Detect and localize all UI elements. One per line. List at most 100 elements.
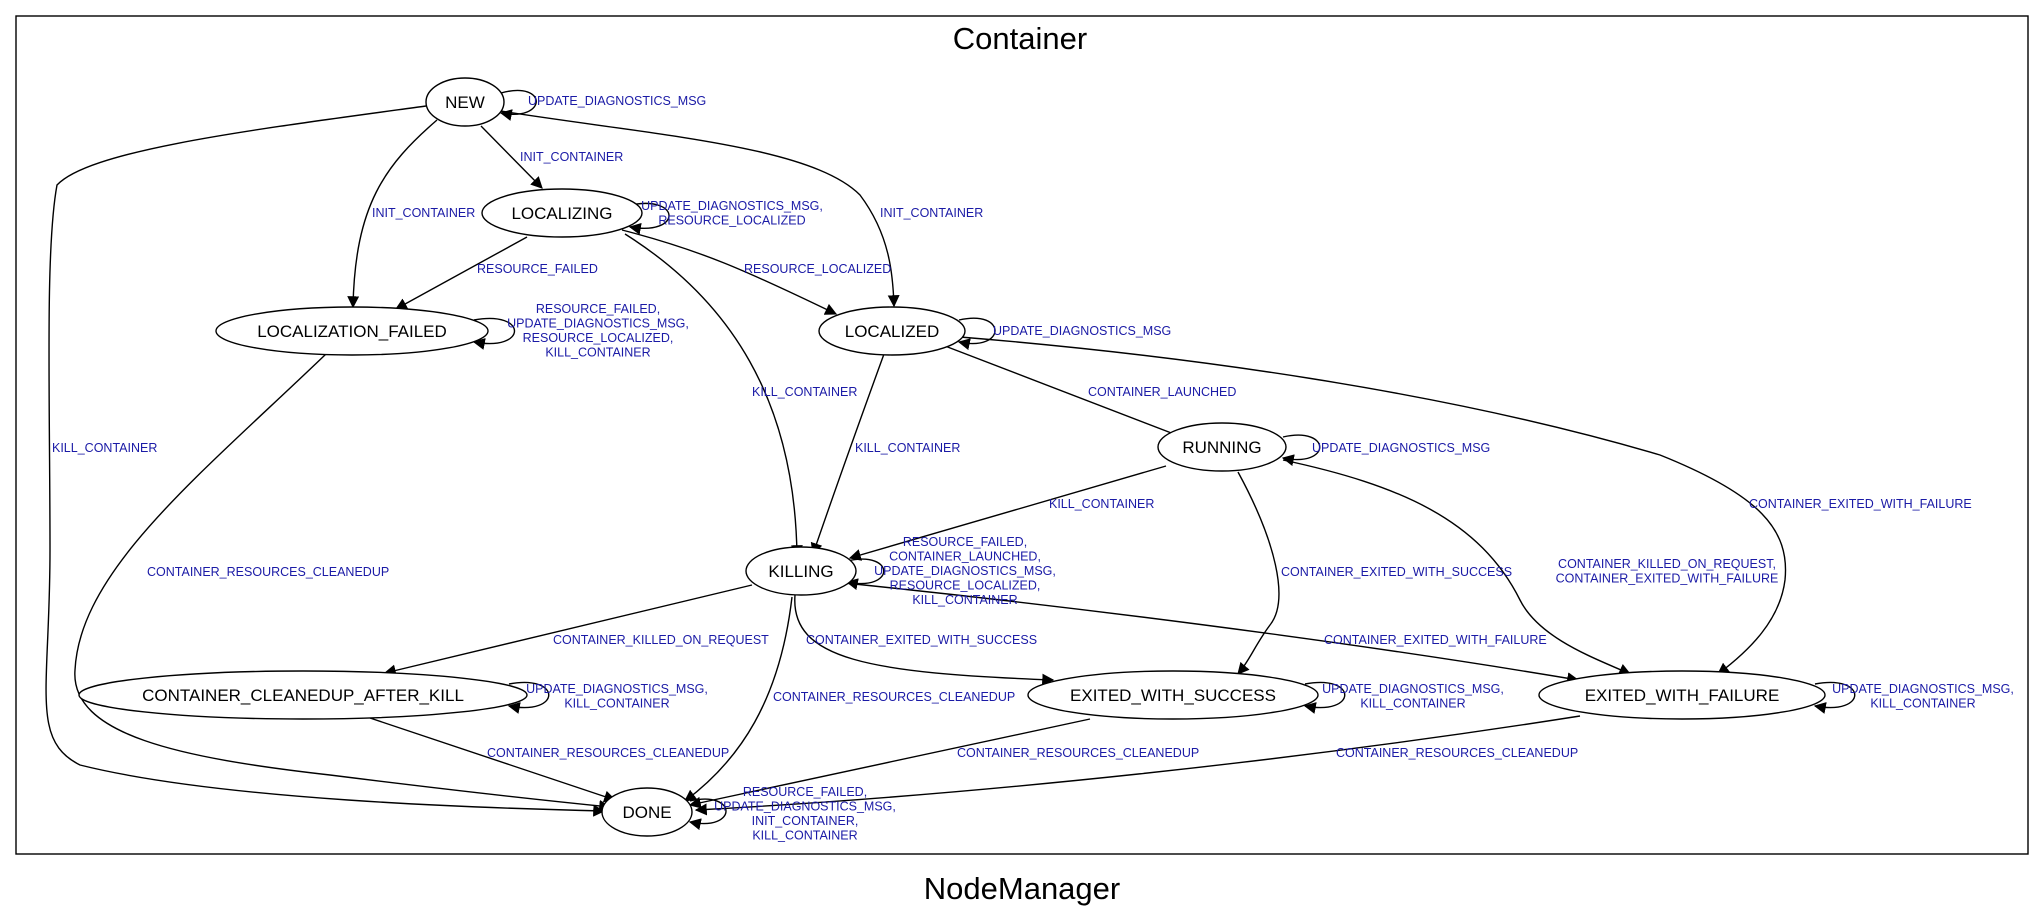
graph-title: NodeManager <box>924 871 1120 906</box>
edge-label-localized-to-exited-with-failure: CONTAINER_EXITED_WITH_FAILURE <box>1749 497 1972 511</box>
state-localized: LOCALIZED <box>818 306 966 356</box>
edge-label-line: CONTAINER_KILLED_ON_REQUEST <box>553 633 769 647</box>
edge-label-localized-self: UPDATE_DIAGNOSTICS_MSG <box>993 324 1171 338</box>
edge-label-line: UPDATE_DIAGNOSTICS_MSG, <box>714 800 896 814</box>
edge-killing-done <box>684 596 793 802</box>
edge-label-line: KILL_CONTAINER <box>912 593 1017 607</box>
edge-killing-exited-failure <box>834 581 1580 685</box>
edge-label-new-to-localizing: INIT_CONTAINER <box>520 150 623 164</box>
edge-localized-exited-failure <box>959 336 1787 675</box>
edge-new-done <box>45 105 606 817</box>
edge-cleanedup-self <box>507 681 550 714</box>
edge-label-line: RESOURCE_FAILED, <box>536 302 660 316</box>
edge-label-line: KILL_CONTAINER <box>1049 497 1154 511</box>
edge-label-line: CONTAINER_RESOURCES_CLEANEDUP <box>487 746 729 760</box>
edge-label-killing-to-exited-with-success: CONTAINER_EXITED_WITH_SUCCESS <box>806 633 1037 647</box>
edge-label-line: RESOURCE_FAILED, <box>743 785 867 799</box>
edge-label-line: KILL_CONTAINER <box>545 346 650 360</box>
edge-label-line: UPDATE_DIAGNOSTICS_MSG, <box>874 564 1056 578</box>
edge-killing-exited-success <box>794 594 1055 686</box>
state-localizing: LOCALIZING <box>481 188 643 238</box>
edge-label-localizing-to-localized: RESOURCE_LOCALIZED <box>744 262 891 276</box>
state-exited-with-failure-label: EXITED_WITH_FAILURE <box>1585 686 1780 705</box>
edge-label-line: CONTAINER_RESOURCES_CLEANEDUP <box>957 746 1199 760</box>
edge-label-line: INIT_CONTAINER <box>372 206 475 220</box>
edge-label-killing-to-exited-with-failure: CONTAINER_EXITED_WITH_FAILURE <box>1324 633 1547 647</box>
edge-label-line: KILL_CONTAINER <box>752 829 857 843</box>
edge-cleanedup-done <box>369 717 617 803</box>
edge-exited-failure-self <box>1813 681 1856 714</box>
edge-label-exited-with-success-self: UPDATE_DIAGNOSTICS_MSG,KILL_CONTAINER <box>1322 682 1504 711</box>
edge-localization-failed-self <box>472 317 515 350</box>
edge-label-new-to-localized: INIT_CONTAINER <box>880 206 983 220</box>
edge-label-line: CONTAINER_EXITED_WITH_FAILURE <box>1324 633 1547 647</box>
edge-label-line: UPDATE_DIAGNOSTICS_MSG, <box>1832 682 2014 696</box>
edge-localization-failed-done <box>74 353 612 812</box>
state-localized-label: LOCALIZED <box>845 322 939 341</box>
edge-new-localizing <box>480 125 543 189</box>
edge-new-localization-failed <box>347 119 438 309</box>
edge-label-line: KILL_CONTAINER <box>752 385 857 399</box>
edge-label-cleanedup-after-kill-self: UPDATE_DIAGNOSTICS_MSG,KILL_CONTAINER <box>526 682 708 711</box>
state-done-label: DONE <box>622 803 671 822</box>
edge-label-line: INIT_CONTAINER, <box>752 814 859 828</box>
edge-label-running-self: UPDATE_DIAGNOSTICS_MSG <box>1312 441 1490 455</box>
edge-label-line: UPDATE_DIAGNOSTICS_MSG, <box>507 317 689 331</box>
edge-label-localizing-to-killing: KILL_CONTAINER <box>752 385 857 399</box>
edge-label-line: UPDATE_DIAGNOSTICS_MSG <box>528 94 706 108</box>
edge-exited-success-self <box>1303 681 1346 714</box>
state-localizing-label: LOCALIZING <box>511 204 612 223</box>
edge-label-running-to-exited-with-failure: CONTAINER_KILLED_ON_REQUEST,CONTAINER_EX… <box>1556 557 1779 586</box>
edge-running-self <box>1281 434 1321 467</box>
edge-killing-cleanedup <box>383 584 753 677</box>
edge-label-localizing-self: UPDATE_DIAGNOSTICS_MSG,RESOURCE_LOCALIZE… <box>641 199 823 228</box>
state-new: NEW <box>425 77 505 127</box>
edge-running-killing <box>848 465 1167 561</box>
edge-label-line: UPDATE_DIAGNOSTICS_MSG <box>993 324 1171 338</box>
state-cleanedup-after-kill: CONTAINER_CLEANEDUP_AFTER_KILL <box>78 670 528 720</box>
edge-label-exited-with-success-to-done: CONTAINER_RESOURCES_CLEANEDUP <box>957 746 1199 760</box>
edge-localizing-killing <box>624 233 803 558</box>
edge-exited-failure-done <box>694 715 1581 816</box>
edge-label-line: CONTAINER_RESOURCES_CLEANEDUP <box>147 565 389 579</box>
edge-label-line: KILL_CONTAINER <box>855 441 960 455</box>
edge-new-localized <box>493 109 900 308</box>
state-killing-label: KILLING <box>768 562 833 581</box>
edge-running-exited-success <box>1237 471 1280 675</box>
edge-localizing-self <box>628 202 670 235</box>
edge-localized-running <box>944 345 1189 441</box>
edge-label-line: KILL_CONTAINER <box>564 697 669 711</box>
edge-label-line: UPDATE_DIAGNOSTICS_MSG, <box>641 199 823 213</box>
edge-label-new-to-localization-failed: INIT_CONTAINER <box>372 206 475 220</box>
state-new-label: NEW <box>445 93 485 112</box>
edge-label-line: CONTAINER_RESOURCES_CLEANEDUP <box>1336 746 1578 760</box>
edge-label-running-to-exited-with-success: CONTAINER_EXITED_WITH_SUCCESS <box>1281 565 1512 579</box>
edge-label-running-to-killing: KILL_CONTAINER <box>1049 497 1154 511</box>
edge-label-line: CONTAINER_RESOURCES_CLEANEDUP <box>773 690 1015 704</box>
edge-label-localized-to-killing: KILL_CONTAINER <box>855 441 960 455</box>
edge-label-line: RESOURCE_FAILED <box>477 262 598 276</box>
edge-label-cleanedup-after-kill-to-done: CONTAINER_RESOURCES_CLEANEDUP <box>487 746 729 760</box>
container-cluster <box>15 15 2029 855</box>
edge-label-line: RESOURCE_LOCALIZED <box>658 214 805 228</box>
state-exited-with-failure: EXITED_WITH_FAILURE <box>1538 670 1826 720</box>
edge-localizing-localized <box>621 229 838 315</box>
edge-localized-killing <box>810 353 885 556</box>
state-cleanedup-after-kill-label: CONTAINER_CLEANEDUP_AFTER_KILL <box>142 686 464 705</box>
edge-label-line: INIT_CONTAINER <box>520 150 623 164</box>
state-killing: KILLING <box>745 546 857 596</box>
edge-label-line: UPDATE_DIAGNOSTICS_MSG, <box>1322 682 1504 696</box>
edge-running-exited-failure <box>1282 459 1632 675</box>
edge-label-new-to-done: KILL_CONTAINER <box>52 441 157 455</box>
edge-label-killing-to-done: CONTAINER_RESOURCES_CLEANEDUP <box>773 690 1015 704</box>
edge-killing-self <box>845 558 885 591</box>
state-localization-failed: LOCALIZATION_FAILED <box>215 306 489 356</box>
state-localization-failed-label: LOCALIZATION_FAILED <box>257 322 447 341</box>
edge-label-exited-with-failure-to-done: CONTAINER_RESOURCES_CLEANEDUP <box>1336 746 1578 760</box>
state-exited-with-success: EXITED_WITH_SUCCESS <box>1027 670 1319 720</box>
edge-exited-success-done <box>688 718 1091 809</box>
cluster-title: Container <box>953 21 1087 56</box>
edge-label-line: CONTAINER_EXITED_WITH_FAILURE <box>1749 497 1972 511</box>
edge-label-line: UPDATE_DIAGNOSTICS_MSG <box>1312 441 1490 455</box>
